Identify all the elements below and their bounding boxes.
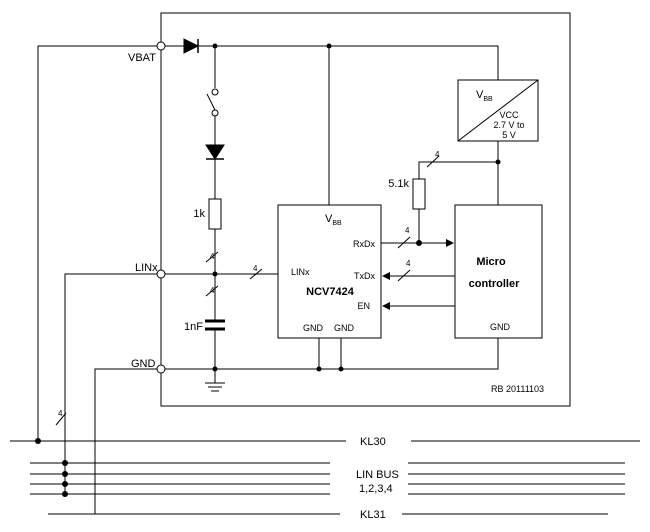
kl31-label: KL31: [360, 509, 386, 521]
resistor-1k: [208, 198, 222, 230]
transceiver-linx-label: LINx: [291, 267, 310, 277]
switch-contact-top: [211, 88, 219, 96]
pullup-wire: [418, 161, 498, 179]
bus-width-label: 4: [435, 150, 440, 159]
lin-bus-label-line2: 1,2,3,4: [359, 483, 393, 495]
junction-dot: [62, 460, 68, 466]
capacitor-1nf-label: 1nF: [184, 321, 203, 333]
regulator-vcc-label: VCC: [499, 110, 519, 120]
en-pin-label: EN: [357, 301, 370, 311]
regulator-vcc-range-line2: 5 V: [502, 130, 516, 140]
branch-slash-lower: [205, 285, 219, 297]
gnd-external-wire: [94, 368, 157, 514]
junction-dot: [212, 366, 218, 372]
junction-dot: [338, 366, 344, 372]
vbat-rail: [198, 45, 499, 80]
junction-dot: [62, 481, 68, 487]
linx-pin-label: LINx: [135, 262, 158, 274]
vbat-pin-label: VBAT: [128, 52, 156, 64]
rxdx-pin-label: RxDx: [353, 239, 375, 249]
microcontroller-gnd-label: GND: [490, 322, 511, 332]
resistor-5k1: [412, 178, 426, 210]
gnd-pin: [156, 364, 166, 374]
junction-dot: [316, 366, 322, 372]
vbat-external-wire: [37, 45, 157, 441]
txdx-pin-label: TxDx: [354, 271, 375, 281]
kl30-label: KL30: [360, 436, 386, 448]
regulator-vbb-label: VBB: [476, 89, 493, 103]
lin-bus-label-line1: LIN BUS: [356, 469, 399, 481]
ncv7424-transceiver: [277, 204, 382, 339]
junction-dot: [326, 43, 332, 49]
transceiver-name: NCV7424: [306, 286, 355, 298]
junction-dot: [62, 471, 68, 477]
gnd-rail: [165, 338, 499, 370]
resistor-1k-label: 1k: [193, 208, 205, 220]
microcontroller-label-line1: Micro: [476, 256, 506, 268]
drawing-reference: RB 20111103: [491, 384, 544, 394]
bus-width-label: 4: [58, 409, 63, 418]
regulator-vcc-range-line1: 2.7 V to: [493, 120, 524, 130]
transceiver-gnd1-label: GND: [303, 323, 324, 333]
bus-width-label: 4: [210, 286, 215, 295]
junction-dot: [35, 438, 41, 444]
branch-slash-upper: [205, 251, 219, 263]
resistor-5k1-label: 5.1k: [388, 178, 409, 190]
bus-width-label: 4: [406, 259, 411, 268]
gnd-pin-label: GND: [131, 358, 156, 370]
regulator-diagonal: [457, 79, 539, 142]
junction-dot: [212, 43, 218, 49]
bus-width-label: 4: [253, 264, 258, 273]
rxdx-slash: [397, 236, 411, 249]
junction-dot: [495, 159, 501, 165]
ecu-enclosure: [160, 12, 571, 407]
transceiver-vbb-label: VBB: [325, 213, 342, 227]
transceiver-gnd2-label: GND: [334, 323, 355, 333]
master-diode: [205, 144, 225, 160]
pullup-slash: [426, 155, 440, 168]
junction-dot: [62, 491, 68, 497]
junction-dot: [416, 240, 422, 246]
junction-dot: [212, 271, 218, 277]
master-switch: [206, 93, 216, 111]
bus-width-label: 4: [210, 252, 215, 261]
vbat-pin: [156, 41, 166, 51]
microcontroller-block: [454, 204, 543, 339]
bus-width-label: 4: [405, 226, 410, 235]
switch-contact-bottom: [211, 109, 219, 117]
lin-wire-slash: [249, 268, 263, 280]
microcontroller-label-line2: controller: [469, 278, 520, 290]
linx-external-wire: [64, 273, 157, 494]
reverse-protection-diode: [183, 38, 200, 54]
linx-pin: [156, 269, 166, 279]
txdx-slash: [397, 269, 411, 282]
external-bus-slash: [55, 412, 67, 426]
